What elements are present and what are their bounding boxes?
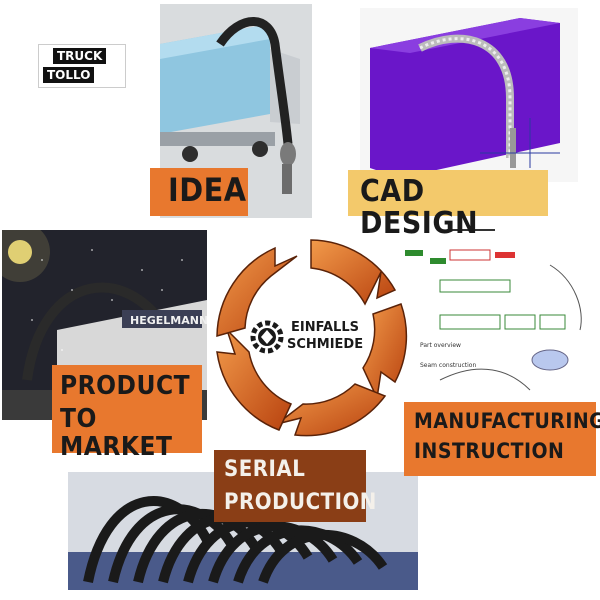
idea-image: [160, 4, 312, 218]
label-product-line2: TO MARKET: [60, 404, 173, 462]
cycle-arrows-graphic: [216, 239, 408, 437]
label-idea: IDEA: [150, 168, 248, 216]
label-serial-production: SERIAL PRODUCTION: [214, 450, 377, 522]
cad-box-graphic: [370, 18, 560, 178]
manual-graphic: Part overview Seam construction: [405, 229, 582, 391]
label-cad-design: CAD DESIGN: [348, 170, 548, 239]
trucktollo-logo: TRUCK TOLLO: [38, 44, 126, 88]
center-logo-line1: EINFALLS: [291, 320, 359, 335]
label-idea-text: IDEA: [168, 171, 247, 209]
truck-side-text: HEGELMANN: [130, 314, 207, 327]
process-cycle: EINFALLS SCHMIEDE: [205, 232, 417, 444]
label-manufacturing-line2: INSTRUCTION: [414, 439, 565, 464]
label-cad-design-text: CAD DESIGN: [360, 174, 479, 241]
gear-icon: [250, 320, 284, 354]
truck-render-graphic: [160, 4, 312, 218]
cad-image: [360, 8, 578, 182]
label-product-to-market: PRODUCT TO MARKET: [52, 365, 202, 460]
logo-line-truck: TRUCK: [53, 48, 107, 64]
label-product-line1: PRODUCT: [60, 371, 191, 401]
logo-line-tollo: TOLLO: [43, 67, 95, 83]
label-serial-line1: SERIAL: [224, 457, 306, 482]
label-manufacturing-line1: MANUFACTURING: [414, 409, 600, 433]
part-overview-text: Part overview: [420, 342, 461, 349]
seam-construction-text: Seam construction: [420, 362, 476, 369]
einfallsschmiede-logo: EINFALLS SCHMIEDE: [247, 312, 377, 362]
label-manufacturing-instruction: MANUFACTURING INSTRUCTION: [404, 402, 600, 476]
label-serial-line2: PRODUCTION: [224, 490, 377, 516]
manufacturing-doc-image: Part overview Seam construction: [400, 220, 598, 418]
center-logo-line2: SCHMIEDE: [287, 337, 364, 352]
